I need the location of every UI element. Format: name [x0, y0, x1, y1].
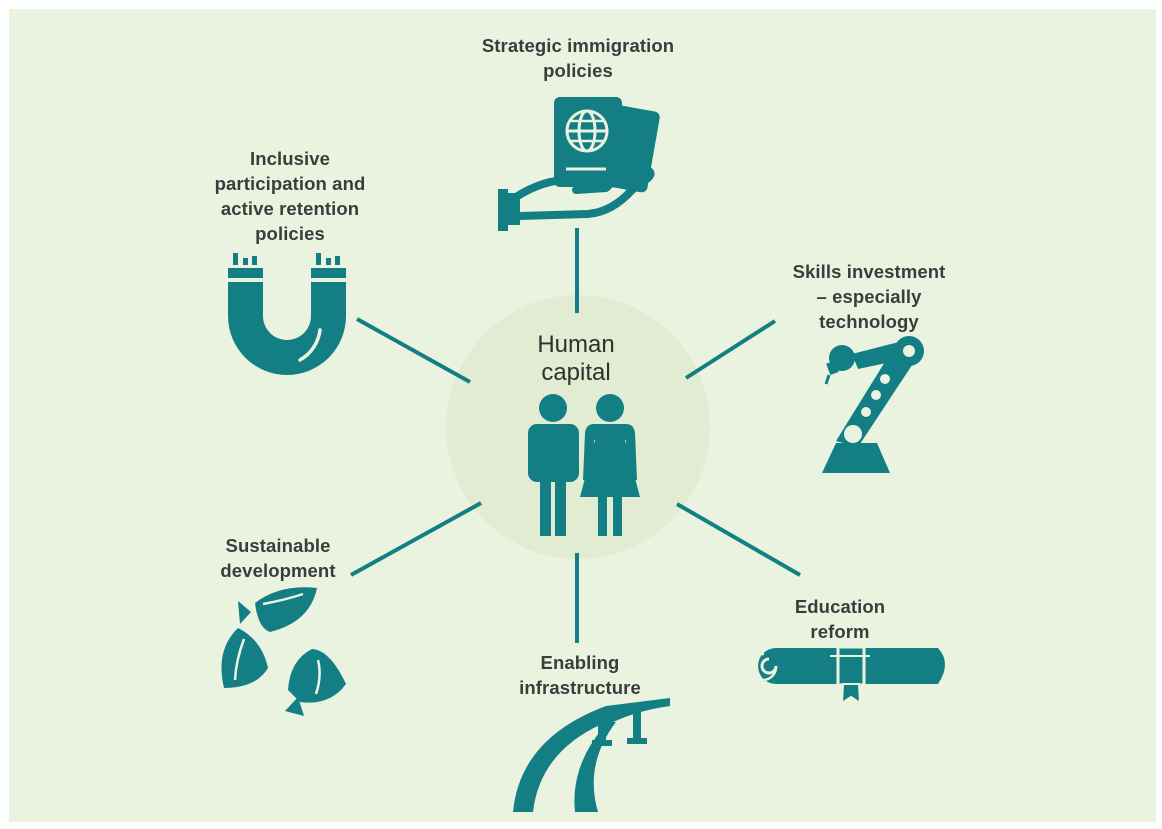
node-label-skills: Skills investment – especially technolog… — [762, 259, 976, 334]
recycle-leaves-icon — [221, 587, 346, 716]
label-line: participation and — [214, 173, 366, 194]
node-label-retention: Inclusive participation and active reten… — [196, 146, 384, 246]
label-line: reform — [810, 621, 870, 642]
node-label-sustainable: Sustainable development — [200, 533, 356, 583]
node-label-education: Education reform — [770, 594, 910, 644]
hub-title-line-1: Human — [537, 331, 615, 358]
connector-education — [676, 502, 801, 577]
connector-lines — [350, 228, 801, 643]
label-line: Enabling — [540, 652, 620, 673]
hub-glow — [446, 295, 710, 559]
label-line: technology — [819, 311, 919, 332]
hub-title-line-2: capital — [541, 359, 611, 386]
label-line: Skills investment — [792, 261, 946, 282]
magnet-icon — [228, 253, 346, 375]
connector-retention — [356, 317, 471, 384]
label-line: policies — [543, 60, 613, 81]
label-line: infrastructure — [519, 677, 641, 698]
label-line: Inclusive — [249, 148, 331, 169]
node-label-infrastructure: Enabling infrastructure — [500, 650, 660, 700]
label-line: Sustainable — [225, 535, 331, 556]
robotic-arm-icon — [822, 336, 924, 473]
label-line: active retention — [220, 198, 360, 219]
connector-sustainable — [350, 501, 482, 577]
road-bridge-icon — [513, 698, 670, 812]
passport-in-hand-icon — [498, 97, 660, 231]
label-line: Education — [794, 596, 886, 617]
man-woman-icon — [528, 394, 640, 536]
connector-skills — [684, 319, 777, 380]
node-label-immigration: Strategic immigration policies — [448, 33, 708, 83]
label-line: development — [220, 560, 336, 581]
label-line: Strategic immigration — [481, 35, 675, 56]
label-line: policies — [255, 223, 325, 244]
diploma-scroll-icon — [748, 645, 945, 705]
label-line: – especially — [816, 286, 922, 307]
hub-title: Human capital — [486, 331, 666, 387]
